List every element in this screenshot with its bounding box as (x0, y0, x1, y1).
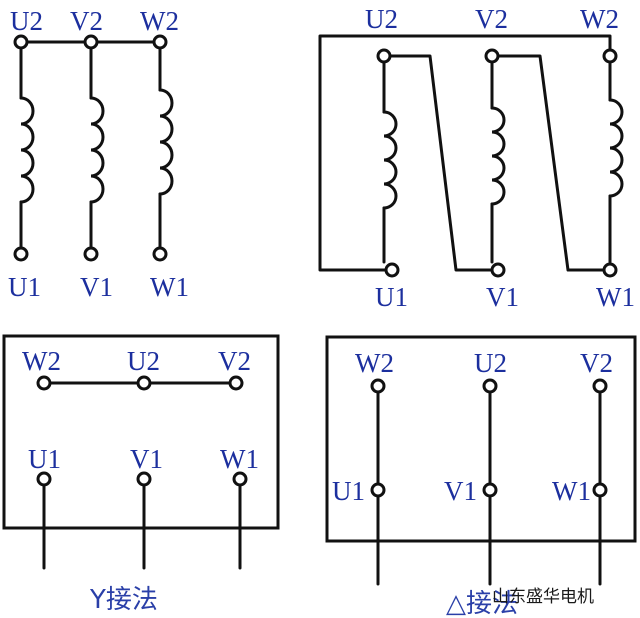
terminal-label: V1 (486, 282, 519, 312)
terminal-label: W1 (596, 282, 635, 312)
terminal-label: V2 (218, 346, 251, 376)
terminal-label: V1 (444, 476, 477, 506)
watermark: 山东盛华电机 (492, 587, 594, 607)
terminal-node (13, 34, 29, 50)
terminal-label: W1 (150, 272, 189, 302)
star-windings-panel: U2 V2 W2 U1 V1 W1 (8, 6, 189, 302)
terminal-node (136, 471, 152, 487)
terminal-node (136, 375, 152, 391)
terminal-node (602, 48, 618, 64)
terminal-label: W2 (22, 346, 61, 376)
delta-connection-caption: △接法 (446, 589, 518, 618)
terminal-label: U1 (332, 476, 365, 506)
terminal-node (482, 378, 498, 394)
terminal-label: U2 (474, 348, 507, 378)
terminal-node (602, 262, 618, 278)
terminal-node (592, 378, 608, 394)
delta-link-wire (490, 54, 612, 272)
terminal-node (152, 246, 168, 262)
winding-coil (19, 96, 35, 204)
terminal-node (490, 262, 506, 278)
terminal-box-frame (2, 334, 280, 530)
terminal-label: W1 (552, 476, 591, 506)
terminal-label: V2 (580, 348, 613, 378)
terminal-label: U1 (8, 272, 41, 302)
winding-coil (608, 98, 624, 198)
terminal-label: W2 (355, 348, 394, 378)
terminal-label: U2 (365, 4, 398, 34)
terminal-label: V2 (70, 6, 103, 36)
star-terminal-box-panel: W2 U2 V2 U1 V1 W1 Y接法 (2, 334, 280, 615)
terminal-node (83, 246, 99, 262)
delta-outer-loop-wire (318, 34, 612, 272)
terminal-label: W2 (140, 6, 179, 36)
terminal-node (376, 48, 392, 64)
winding-coil (158, 88, 174, 196)
terminal-node (592, 482, 608, 498)
terminal-node (13, 246, 29, 262)
terminal-label: U2 (127, 346, 160, 376)
terminal-node (370, 482, 386, 498)
winding-coil (382, 110, 398, 210)
delta-windings-panel: U2 V2 W2 U1 V1 W1 (318, 4, 635, 312)
terminal-label: U2 (10, 6, 43, 36)
terminal-node (36, 471, 52, 487)
terminal-label: V1 (80, 272, 113, 302)
terminal-node (384, 262, 400, 278)
terminal-label: U1 (28, 444, 61, 474)
winding-coil (89, 96, 105, 204)
terminal-node (152, 34, 168, 50)
terminal-label: V2 (475, 4, 508, 34)
star-connection-caption: Y接法 (89, 585, 158, 615)
terminal-label: V1 (130, 444, 163, 474)
terminal-label: U1 (375, 282, 408, 312)
terminal-node (484, 48, 500, 64)
terminal-node (232, 471, 248, 487)
terminal-label: W2 (580, 4, 619, 34)
terminal-node (83, 34, 99, 50)
delta-link-wire (382, 54, 500, 272)
terminal-label: W1 (220, 444, 259, 474)
delta-terminal-box-panel: W2 U2 V2 U1 V1 W1 △接法 山东盛华电机 (325, 335, 637, 618)
terminal-node (36, 375, 52, 391)
terminal-node (228, 375, 244, 391)
winding-coil (490, 106, 506, 206)
terminal-box-frame (325, 335, 637, 543)
terminal-node (370, 378, 386, 394)
terminal-node (482, 482, 498, 498)
